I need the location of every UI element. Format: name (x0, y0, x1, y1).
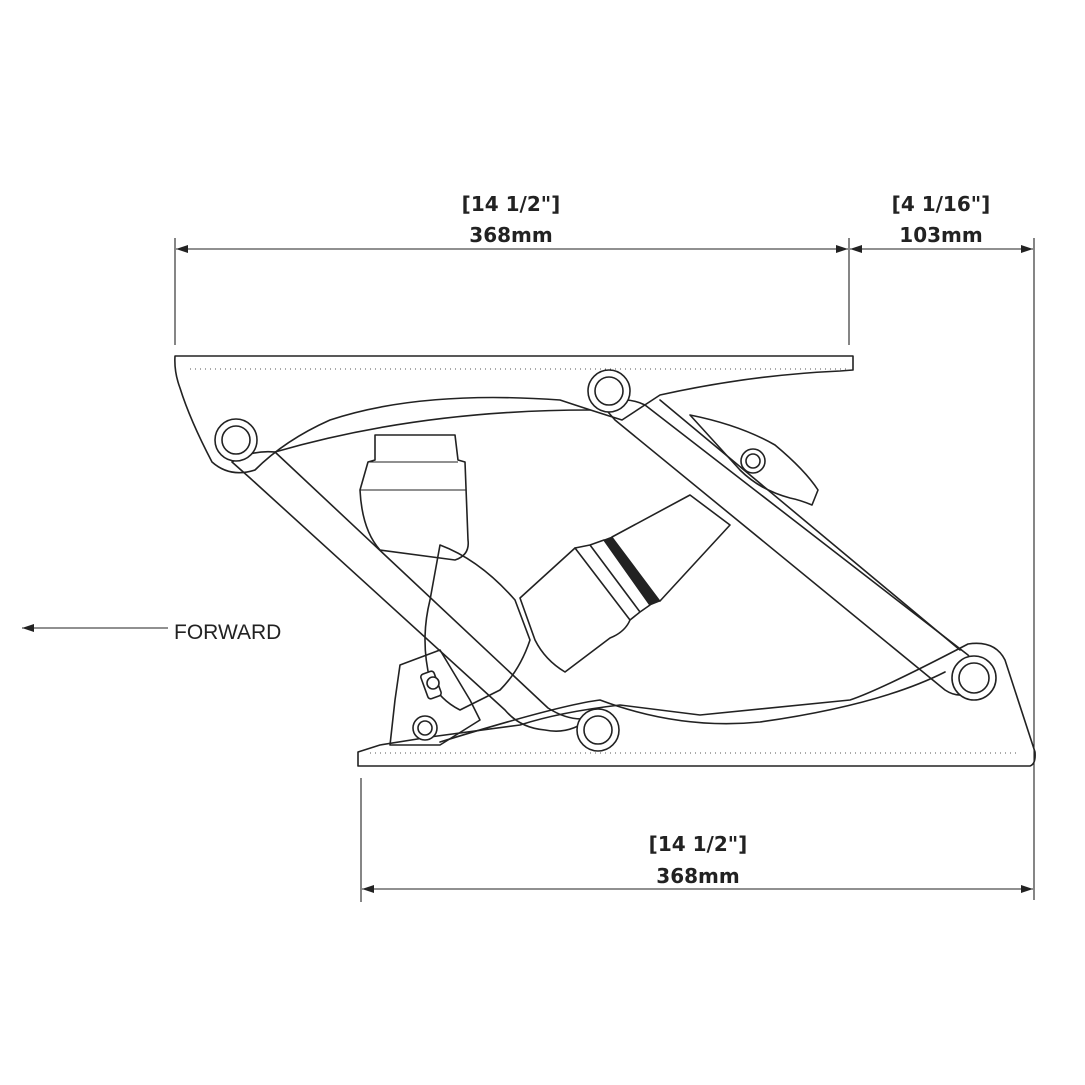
height-offset-imperial: [4 1/16"] (892, 192, 991, 216)
pivot-pin-upper-front (214, 418, 258, 462)
pivot-pin-upper-rear (587, 369, 631, 413)
front-link-inner (274, 409, 591, 453)
forward-label: FORWARD (174, 621, 281, 644)
bottom-length-metric: 368mm (656, 864, 739, 888)
lift-mechanism (174, 355, 1036, 767)
forward-indicator: FORWARD (22, 621, 281, 644)
bolt-valve (412, 715, 438, 741)
dimension-top-length: [14 1/2"] 368mm (174, 192, 850, 345)
pump-base (424, 544, 531, 711)
cylinder-body (519, 547, 631, 673)
dimension-bottom-length: [14 1/2"] 368mm (360, 778, 1033, 902)
bolt-rear-bracket (740, 448, 766, 474)
cylinder-seal (603, 536, 661, 606)
pump-housing (359, 434, 470, 561)
top-length-metric: 368mm (469, 223, 552, 247)
rear-link (601, 399, 978, 696)
height-offset-metric: 103mm (899, 223, 982, 247)
rear-link-outer (659, 399, 961, 651)
bolt-fitting (426, 676, 440, 690)
rear-bracket (689, 414, 819, 506)
top-length-imperial: [14 1/2"] (462, 192, 561, 216)
bottom-length-imperial: [14 1/2"] (649, 832, 748, 856)
lower-plate (357, 642, 1036, 767)
valve-block (389, 649, 481, 746)
pivot-pin-lower-rear (951, 655, 997, 701)
front-link (231, 450, 591, 732)
pump-rings (360, 461, 466, 491)
pivot-pin-lower-front (576, 708, 620, 752)
dimension-height-offset: [4 1/16"] 103mm (850, 192, 1035, 900)
lower-plate-web (439, 671, 946, 743)
cylinder-rod (611, 494, 731, 602)
upper-plate (174, 355, 854, 474)
